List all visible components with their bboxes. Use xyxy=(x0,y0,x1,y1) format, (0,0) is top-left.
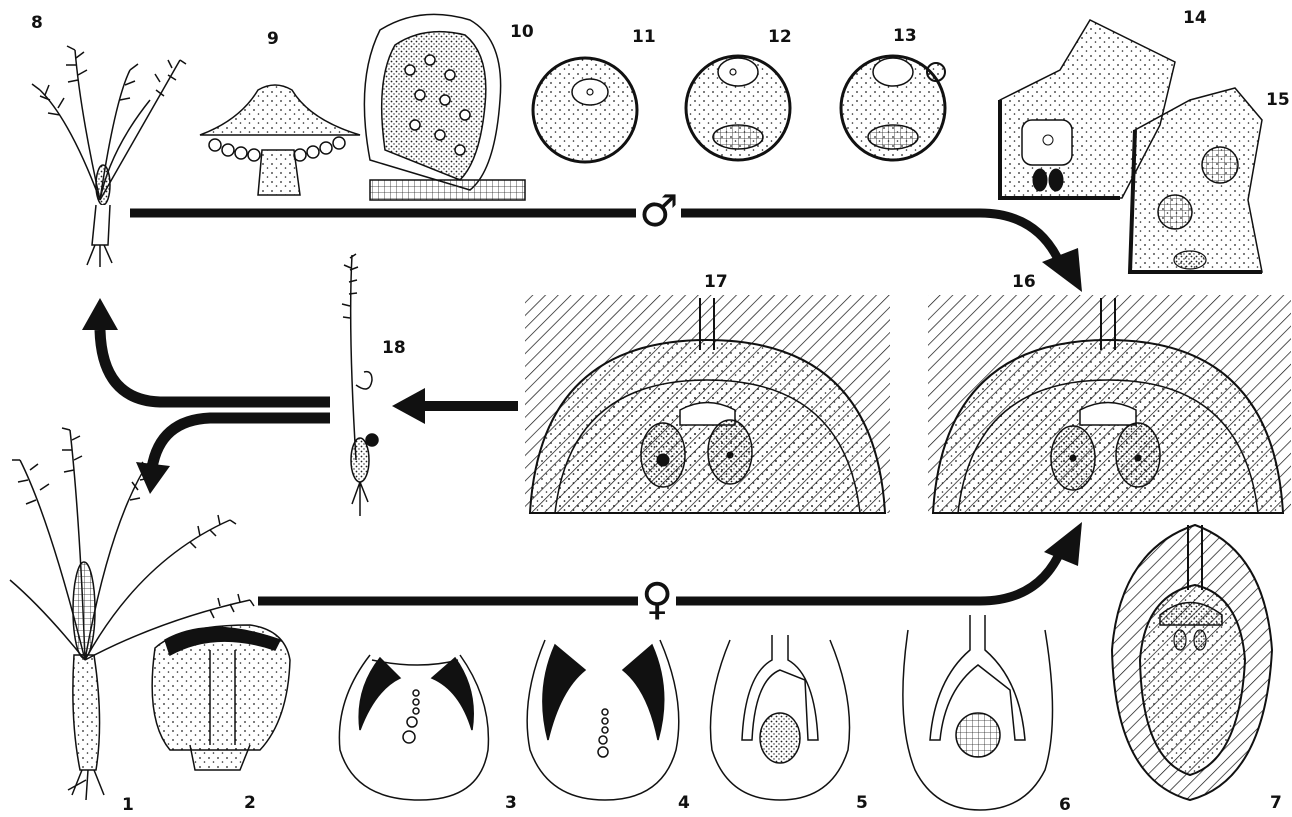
ovule-stage-4 xyxy=(527,640,679,800)
label-2: 2 xyxy=(244,795,256,812)
label-1: 1 xyxy=(122,797,134,814)
megasporophyll-stage-2 xyxy=(152,625,290,770)
arrow-18-to-1 xyxy=(136,418,330,494)
arrow-17-to-18 xyxy=(392,388,518,424)
label-18: 18 xyxy=(382,340,406,357)
arrow-18-to-8 xyxy=(82,298,330,402)
label-6: 6 xyxy=(1059,797,1071,814)
label-17: 17 xyxy=(704,274,728,291)
male-symbol: ♂ xyxy=(636,190,681,234)
label-9: 9 xyxy=(267,31,279,48)
label-5: 5 xyxy=(856,795,868,812)
male-arrow xyxy=(130,213,1082,292)
male-sporophyte-stage-8 xyxy=(32,46,186,267)
female-symbol: ♀ xyxy=(638,578,676,622)
label-15: 15 xyxy=(1266,92,1290,109)
label-7: 7 xyxy=(1270,795,1282,812)
label-11: 11 xyxy=(632,29,656,46)
seedling-stage-18 xyxy=(342,254,378,516)
label-14: 14 xyxy=(1183,10,1207,27)
archegonia-section-stage-16 xyxy=(928,295,1291,513)
ovule-stage-3 xyxy=(339,655,488,800)
pollen-stage-13 xyxy=(841,56,945,160)
label-16: 16 xyxy=(1012,274,1036,291)
mature-ovule-stage-7 xyxy=(1112,525,1272,800)
microsporophyll-stage-9 xyxy=(200,85,360,195)
label-13: 13 xyxy=(893,28,917,45)
microspore-stage-11 xyxy=(533,58,637,162)
label-3: 3 xyxy=(505,795,517,812)
microsporangium-stage-10 xyxy=(364,14,525,200)
pollen-stage-12 xyxy=(686,56,790,160)
label-12: 12 xyxy=(768,29,792,46)
archegonia-section-stage-17 xyxy=(525,295,890,513)
label-8: 8 xyxy=(31,15,43,32)
ovule-stage-6 xyxy=(903,615,1053,810)
label-10: 10 xyxy=(510,24,534,41)
label-4: 4 xyxy=(678,795,690,812)
ovule-stage-5 xyxy=(710,635,849,800)
